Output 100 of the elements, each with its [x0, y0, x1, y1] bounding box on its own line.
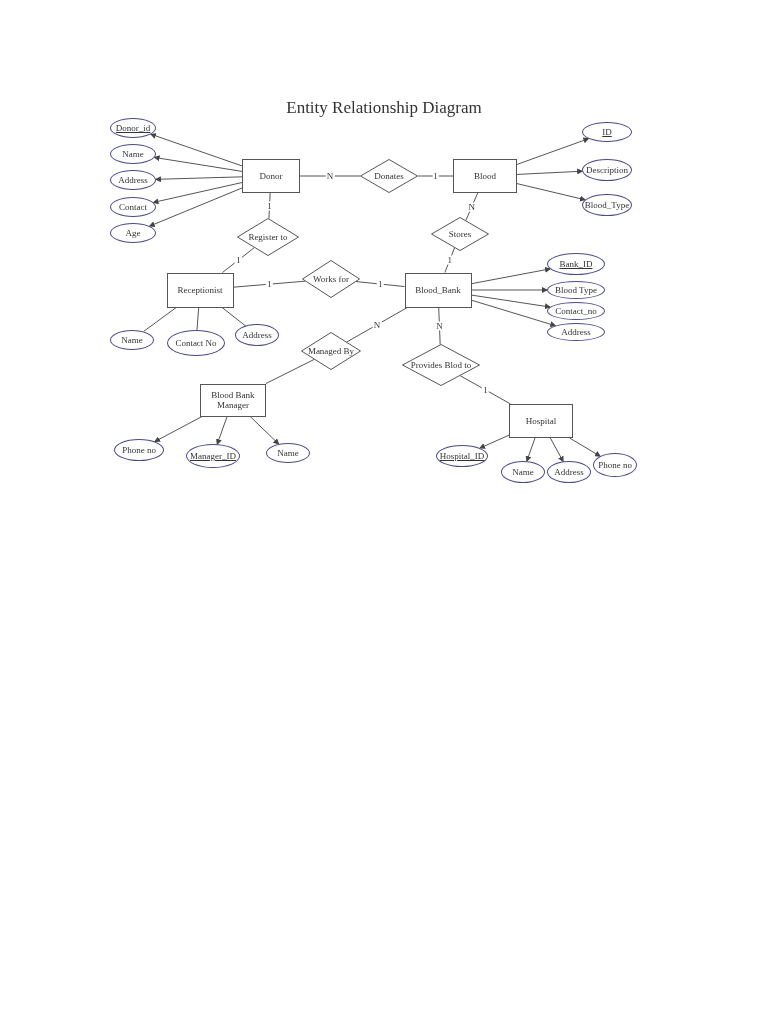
cardinality-label: 1	[266, 279, 273, 289]
arrow	[153, 155, 243, 172]
connector-line	[438, 307, 441, 345]
node-label: Address	[561, 326, 591, 338]
key-attribute-ellipse	[582, 122, 632, 142]
cardinality-label: N	[372, 320, 382, 330]
connector-line	[355, 281, 405, 288]
relationship-diamond	[237, 218, 299, 256]
attribute-ellipse	[110, 170, 156, 190]
cardinality-label: 1	[446, 255, 453, 265]
attribute-ellipse	[110, 330, 154, 350]
node-label: ID	[602, 126, 612, 138]
node-label: Address	[554, 466, 584, 478]
entity-box	[200, 383, 266, 417]
node-label: Stores	[448, 228, 472, 240]
node-label: Donates	[374, 170, 404, 182]
node-label: Register to	[248, 231, 288, 243]
arrow	[152, 182, 243, 205]
node-label: Name	[121, 334, 143, 346]
entity-box	[453, 159, 517, 193]
node-label: Address	[242, 329, 272, 341]
attribute-ellipse	[266, 443, 310, 463]
attribute-ellipse	[501, 461, 545, 483]
connector-line	[143, 307, 177, 332]
node-label: Manager_ID	[190, 450, 236, 462]
arrow	[471, 299, 557, 328]
node-label: Contact_no	[555, 305, 597, 317]
connector-line	[265, 358, 315, 384]
node-label: Description	[586, 164, 628, 176]
relationship-diamond	[360, 159, 418, 193]
node-label: Provides Blod to	[410, 359, 472, 371]
attribute-ellipse	[547, 281, 605, 299]
attribute-ellipse	[110, 144, 156, 164]
connector-line	[196, 307, 200, 331]
node-label: Managed By	[307, 345, 355, 357]
node-label: Blood Type	[555, 284, 597, 296]
node-label: Receptionist	[177, 284, 223, 296]
arrow	[569, 437, 601, 457]
key-attribute-ellipse	[547, 253, 605, 275]
relationship-diamond	[431, 217, 489, 251]
diagram-title: Entity Relationship Diagram	[285, 98, 483, 118]
relationship-diamond	[402, 344, 480, 386]
node-label: Name	[277, 447, 299, 459]
entity-box	[404, 272, 472, 308]
cardinality-label: 1	[482, 385, 489, 395]
relationship-diamond	[301, 332, 361, 370]
node-label: Donor_id	[115, 122, 151, 134]
arrow	[525, 437, 536, 463]
arrow	[471, 266, 551, 285]
relationship-diamond	[302, 260, 360, 298]
attribute-ellipse	[547, 461, 591, 483]
node-label: Hospital_ID	[439, 450, 485, 462]
cardinality-label: N	[467, 202, 476, 212]
arrow	[154, 176, 243, 183]
node-label: Blood Bank Manager	[210, 389, 256, 411]
connector-line	[459, 375, 512, 405]
attribute-ellipse	[582, 159, 632, 181]
cardinality-label: 1	[235, 255, 242, 265]
connector-line	[299, 175, 361, 177]
arrow	[150, 133, 243, 167]
arrow	[471, 287, 548, 293]
attribute-ellipse	[547, 323, 605, 341]
cardinality-label: N	[325, 171, 335, 181]
attribute-ellipse	[114, 439, 164, 461]
entity-box	[509, 404, 573, 438]
key-attribute-ellipse	[186, 444, 240, 468]
node-label: Blood_Type	[584, 199, 630, 211]
arrow	[471, 294, 551, 310]
arrow	[249, 416, 280, 445]
node-label: Bank_ID	[559, 258, 593, 270]
node-label: Phone no	[122, 444, 156, 456]
node-label: Blood_Bank	[415, 284, 461, 296]
key-attribute-ellipse	[110, 118, 156, 138]
node-label: Blood	[474, 170, 496, 182]
attribute-ellipse	[235, 324, 279, 346]
cardinality-label: 1	[432, 171, 439, 181]
node-label: Donor	[259, 170, 283, 182]
node-label: Contact	[119, 201, 147, 213]
cardinality-label: 1	[266, 201, 273, 211]
node-label: Phone no	[598, 459, 632, 471]
node-label: Contact No	[175, 337, 217, 349]
cardinality-label: N	[435, 321, 444, 331]
connector-line	[417, 175, 454, 177]
attribute-ellipse	[110, 197, 156, 217]
attribute-ellipse	[167, 330, 225, 356]
node-label: Age	[125, 227, 141, 239]
node-label: Name	[512, 466, 534, 478]
node-label: Address	[118, 174, 148, 186]
connector-line	[233, 280, 306, 288]
entity-box	[242, 159, 300, 193]
arrow	[148, 187, 243, 227]
arrow	[516, 137, 590, 165]
arrow	[516, 168, 584, 175]
attribute-ellipse	[547, 302, 605, 320]
arrow	[549, 437, 564, 463]
attribute-ellipse	[593, 453, 637, 477]
entity-box	[166, 272, 234, 308]
key-attribute-ellipse	[436, 445, 488, 467]
cardinality-label: 1	[377, 279, 384, 289]
arrow	[216, 416, 228, 446]
